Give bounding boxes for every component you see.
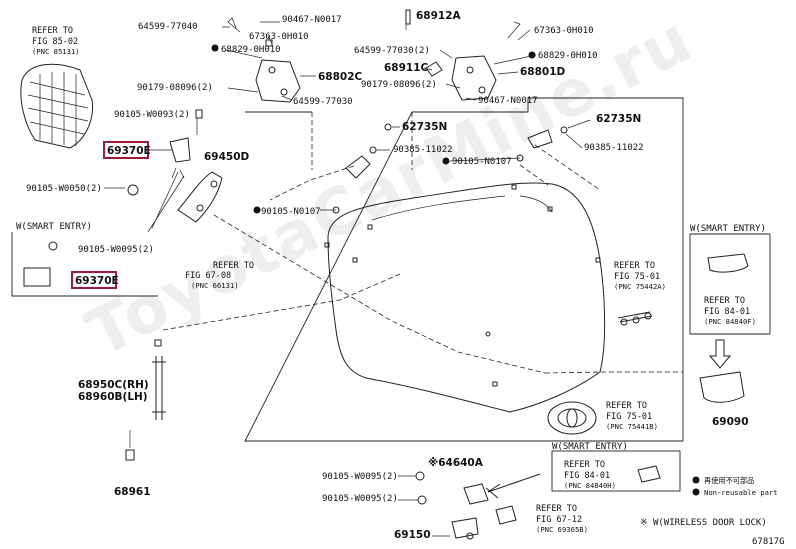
- svg-text:REFER TO: REFER TO: [564, 460, 605, 470]
- svg-text:64599-77030: 64599-77030: [293, 97, 353, 107]
- label-64640a: ※64640A: [428, 457, 484, 469]
- svg-text:FIG 84-01: FIG 84-01: [704, 307, 750, 317]
- back-door-glass: [327, 182, 606, 413]
- label-68961: 68961: [114, 486, 151, 498]
- label-90105-w0095-left: 90105-W0095(2): [78, 245, 154, 255]
- label-68960b: 68960B(LH): [78, 391, 148, 403]
- svg-text:68911C: 68911C: [384, 62, 429, 74]
- svg-text:90179-08096(2): 90179-08096(2): [361, 80, 437, 90]
- nonreusable-markers: [211, 44, 536, 214]
- part-69450d: [169, 109, 223, 223]
- part-69090: [699, 371, 745, 403]
- part-69370e-smart: [23, 267, 51, 287]
- svg-text:64599-77030(2): 64599-77030(2): [354, 46, 430, 56]
- diagram-id: 67817G: [752, 537, 785, 547]
- part-switch-smart: [707, 253, 749, 273]
- svg-text:64599-77040: 64599-77040: [138, 22, 198, 32]
- part-emblem: [547, 401, 597, 435]
- svg-text:62735N: 62735N: [596, 113, 641, 125]
- svg-text:(PNC 66131): (PNC 66131): [191, 281, 239, 290]
- svg-text:68829-0H010: 68829-0H010: [538, 51, 598, 61]
- svg-text:FIG 84-01: FIG 84-01: [564, 471, 610, 481]
- svg-text:FIG 67-08: FIG 67-08: [185, 271, 231, 281]
- label-69370e-bottom[interactable]: 69370E: [75, 275, 119, 287]
- svg-text:(PNC 84840F): (PNC 84840F): [704, 317, 756, 326]
- svg-text:FIG 67-12: FIG 67-12: [536, 515, 582, 525]
- refer-fig84-01a: REFER TO FIG 84-01 (PNC 84840F): [704, 296, 756, 326]
- svg-text:90467-N0017: 90467-N0017: [282, 15, 342, 25]
- svg-text:90385-11022: 90385-11022: [393, 145, 453, 155]
- part-back-door-stay: [125, 339, 166, 461]
- svg-text:90105-N0107: 90105-N0107: [452, 157, 512, 167]
- dashed-leaders: [162, 112, 683, 374]
- svg-text:(PNC 84840H): (PNC 84840H): [564, 481, 616, 490]
- svg-text:REFER TO: REFER TO: [213, 261, 254, 271]
- svg-text:69450D: 69450D: [204, 151, 250, 163]
- svg-text:REFER TO: REFER TO: [536, 504, 577, 514]
- svg-text:68912A: 68912A: [416, 10, 462, 22]
- smart-entry-box-bottom: [551, 450, 681, 492]
- hinge-68801d: [451, 21, 521, 101]
- label-69150: 69150: [394, 529, 431, 541]
- stopper-62735n-right: [527, 129, 553, 149]
- svg-text:67363-0H010: 67363-0H010: [249, 32, 309, 42]
- arrow-down: [708, 339, 732, 369]
- refer-fig84-01b: REFER TO FIG 84-01 (PNC 84840H): [564, 460, 616, 490]
- label-69090: 69090: [712, 416, 749, 428]
- svg-text:FIG 85-02: FIG 85-02: [32, 37, 78, 47]
- svg-text:68801D: 68801D: [520, 66, 566, 78]
- svg-text:FIG 75-01: FIG 75-01: [614, 272, 660, 282]
- svg-text:(PNC 85131): (PNC 85131): [32, 47, 80, 56]
- legend: 再使用不可部品 Non-reusable part: [692, 476, 778, 497]
- top-labels: 64599-77040 90467-N0017 67363-0H010 6882…: [26, 10, 644, 217]
- label-smart-entry-left: W(SMART ENTRY): [16, 222, 92, 232]
- svg-text:REFER TO: REFER TO: [606, 401, 647, 411]
- part-64640a: [398, 471, 517, 540]
- refer-fig75-01b: REFER TO FIG 75-01 (PNC 75441B): [606, 401, 658, 431]
- label-90105-w0095-b: 90105-W0095(2): [322, 472, 398, 482]
- svg-text:(PNC 69365B): (PNC 69365B): [536, 525, 588, 534]
- main-frame: [244, 97, 684, 442]
- svg-text:90467-N0017: 90467-N0017: [478, 96, 538, 106]
- svg-text:90105-W0093(2): 90105-W0093(2): [114, 110, 190, 120]
- svg-text:REFER TO: REFER TO: [614, 261, 655, 271]
- svg-text:REFER TO: REFER TO: [32, 26, 73, 36]
- svg-text:67363-0H010: 67363-0H010: [534, 26, 594, 36]
- label-69370e-top[interactable]: 69370E: [107, 145, 151, 157]
- smart-entry-box-right: [689, 233, 771, 335]
- glass-clip-points: [324, 184, 601, 387]
- svg-text:90179-08096(2): 90179-08096(2): [137, 83, 213, 93]
- arrow-bottom: [485, 473, 541, 499]
- svg-text:62735N: 62735N: [402, 121, 447, 133]
- stopper-62735n-left: [345, 155, 371, 179]
- label-smart-entry-right: W(SMART ENTRY): [690, 224, 766, 234]
- part-bottom-switch: [637, 465, 661, 483]
- svg-text:90105-W0050(2): 90105-W0050(2): [26, 184, 102, 194]
- wireless-note: ※ W(WIRELESS DOOR LOCK): [640, 518, 767, 528]
- label-smart-entry-bottom: W(SMART ENTRY): [552, 442, 628, 452]
- label-68950c: 68950C(RH): [78, 379, 149, 391]
- label-leaders: [222, 16, 591, 211]
- label-90105-w0095-c: 90105-W0095(2): [322, 494, 398, 504]
- svg-text:(PNC 75441B): (PNC 75441B): [606, 422, 658, 431]
- smart-entry-box-left: [11, 232, 158, 297]
- refer-fig75-01a: REFER TO FIG 75-01 (PNC 75442A): [614, 261, 666, 326]
- refer-fig67-12: REFER TO FIG 67-12 (PNC 69365B): [536, 504, 588, 534]
- svg-text:(PNC 75442A): (PNC 75442A): [614, 282, 666, 291]
- svg-text:90105-N0107: 90105-N0107: [261, 207, 321, 217]
- svg-text:REFER TO: REFER TO: [704, 296, 745, 306]
- refer-fig85-02: REFER TO FIG 85-02 (PNC 85131): [20, 26, 94, 149]
- hinge-68802c: [227, 17, 301, 103]
- legend-nonreusable-text: Non-reusable part: [704, 488, 778, 497]
- svg-text:68829-0H010: 68829-0H010: [221, 45, 281, 55]
- arrow-to-bracket: [147, 167, 185, 233]
- svg-text:FIG 75-01: FIG 75-01: [606, 412, 652, 422]
- svg-text:90385-11022: 90385-11022: [584, 143, 644, 153]
- refer-fig67-08: REFER TO FIG 67-08 (PNC 66131): [185, 261, 254, 290]
- legend-reusable-text: 再使用不可部品: [704, 476, 754, 485]
- part-69370e-highlight-bottom[interactable]: [71, 271, 117, 289]
- bolt-90105-w0050: [127, 184, 139, 196]
- svg-text:68802C: 68802C: [318, 71, 363, 83]
